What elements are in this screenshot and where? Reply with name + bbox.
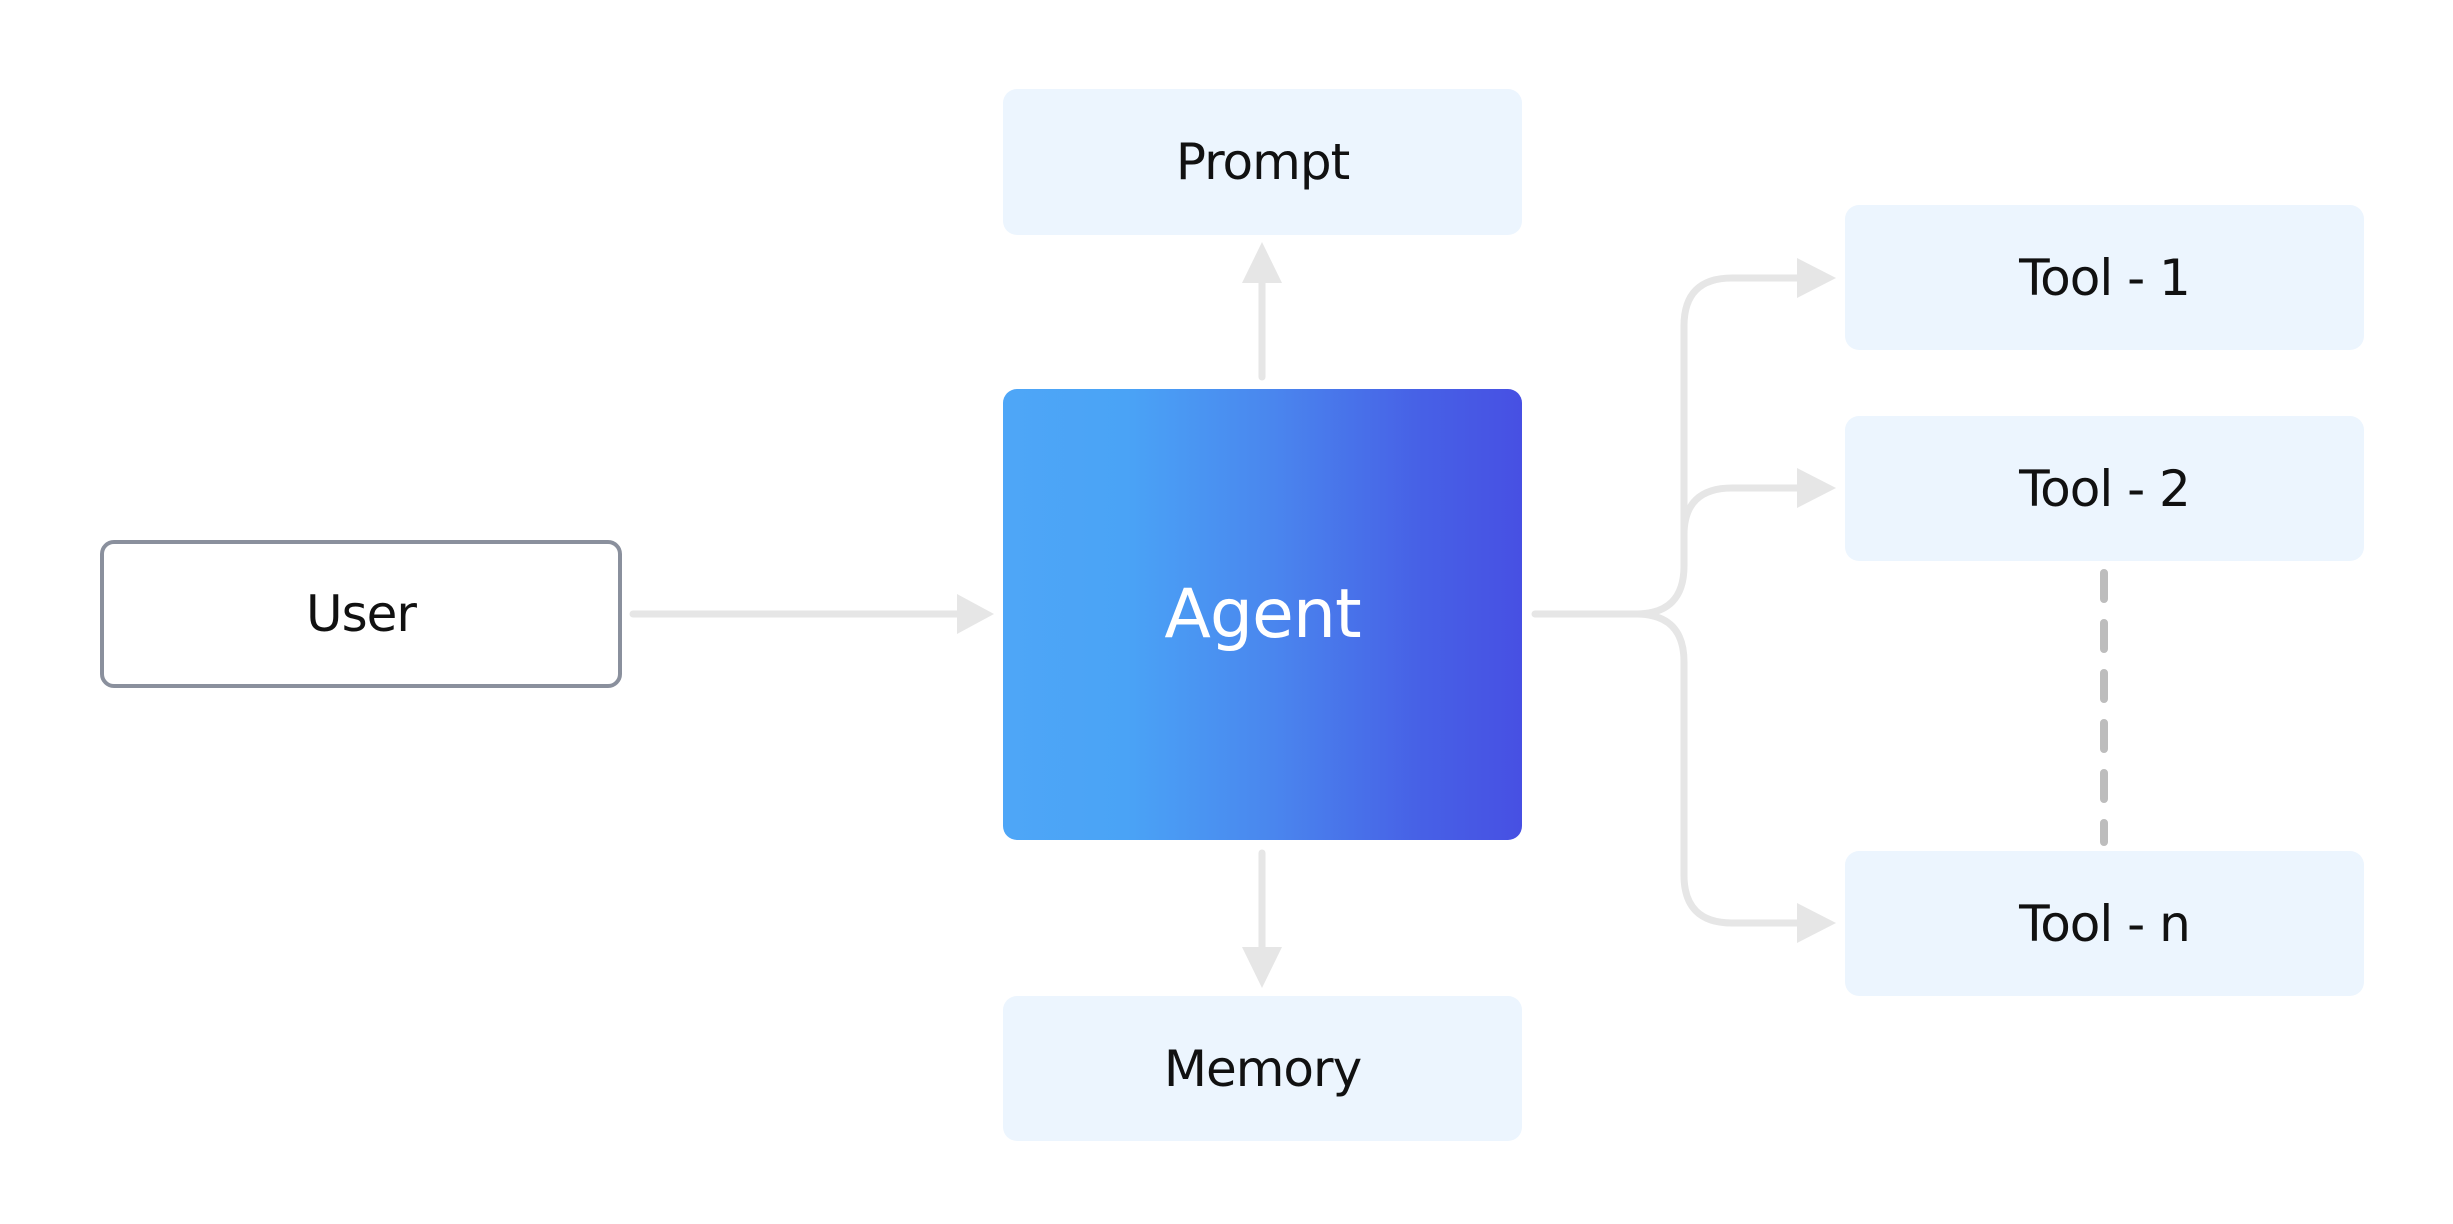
tool-2-label: Tool - 2 [2019, 459, 2191, 518]
tool-2-node: Tool - 2 [1845, 416, 2364, 561]
prompt-label: Prompt [1175, 133, 1350, 191]
tool-1-node: Tool - 1 [1845, 205, 2364, 350]
agent-label: Agent [1164, 575, 1361, 654]
memory-node: Memory [1003, 996, 1522, 1141]
arrowhead-agent-left [957, 594, 994, 634]
agent-node: Agent [1003, 389, 1522, 840]
arrowhead-tool-1 [1797, 258, 1836, 298]
tool-n-label: Tool - n [2019, 894, 2191, 953]
arrowhead-tool-n [1797, 903, 1836, 943]
prompt-node: Prompt [1003, 89, 1522, 235]
arrowhead-prompt [1242, 242, 1282, 283]
arrowhead-memory [1242, 947, 1282, 988]
tool-1-label: Tool - 1 [2019, 248, 2191, 307]
memory-label: Memory [1163, 1039, 1362, 1098]
edge-agent-tool-n [1632, 610, 1804, 927]
user-node: User [100, 540, 622, 688]
user-label: User [306, 585, 417, 643]
edge-agent-tool-1 [1531, 274, 1804, 618]
arrowhead-tool-2 [1797, 468, 1836, 508]
tool-n-node: Tool - n [1845, 851, 2364, 996]
edge-agent-tool-2 [1680, 484, 1804, 539]
